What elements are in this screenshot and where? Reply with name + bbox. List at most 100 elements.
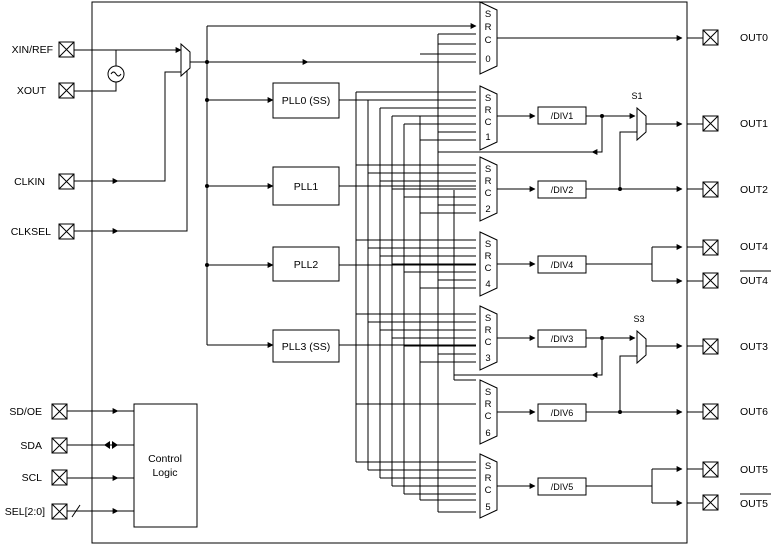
svg-text:S: S bbox=[485, 387, 491, 398]
pin-out1: OUT1 bbox=[687, 115, 768, 132]
pin-clksel: CLKSEL bbox=[11, 223, 75, 240]
pin-out2: OUT2 bbox=[687, 181, 768, 198]
div2-block: /DIV2 bbox=[537, 180, 587, 199]
output-pins: OUT0 OUT1 OUT2 OUT4 OUT4 OUT3 bbox=[687, 29, 771, 511]
control-logic-line1: Control bbox=[148, 453, 182, 465]
svg-text:2: 2 bbox=[485, 204, 490, 215]
svg-text:R: R bbox=[485, 251, 492, 262]
pll-output-buses bbox=[339, 34, 476, 512]
src5-mux: S R C 5 bbox=[356, 453, 536, 519]
s3-label: S3 bbox=[633, 314, 644, 324]
svg-text:C: C bbox=[485, 35, 492, 46]
svg-text:C: C bbox=[485, 117, 492, 128]
label-sdoe: SD/OE bbox=[9, 406, 42, 418]
pin-scl: SCL bbox=[22, 469, 68, 486]
div6-label: /DIV6 bbox=[551, 408, 574, 418]
label-clkin: CLKIN bbox=[14, 176, 45, 188]
pin-clkin: CLKIN bbox=[14, 173, 75, 190]
svg-text:4: 4 bbox=[485, 279, 490, 290]
svg-text:S: S bbox=[485, 313, 491, 324]
control-logic-block bbox=[133, 403, 198, 528]
s1-switch bbox=[636, 106, 647, 142]
label-scl: SCL bbox=[22, 472, 43, 484]
svg-text:6: 6 bbox=[485, 428, 490, 439]
label-out5: OUT5 bbox=[740, 464, 768, 476]
svg-text:S: S bbox=[485, 9, 491, 20]
pll2-block: PLL2 bbox=[272, 246, 340, 282]
svg-text:S: S bbox=[485, 93, 491, 104]
pll1-block: PLL1 bbox=[272, 166, 340, 206]
src0-mux: S R C 0 bbox=[420, 1, 683, 75]
svg-text:S: S bbox=[485, 239, 491, 250]
svg-text:3: 3 bbox=[485, 353, 490, 364]
div5-label: /DIV5 bbox=[551, 482, 574, 492]
s3-switch bbox=[636, 329, 647, 365]
div5-block: /DIV5 bbox=[537, 477, 587, 496]
pin-out5: OUT5 bbox=[687, 461, 768, 478]
svg-text:S: S bbox=[485, 164, 491, 175]
crystal-oscillator-icon bbox=[107, 65, 125, 83]
input-pins: XIN/REF XOUT CLKIN CLKSEL SD/OE SDA SCL bbox=[5, 41, 75, 520]
svg-text:1: 1 bbox=[485, 132, 490, 143]
label-out2: OUT2 bbox=[740, 184, 768, 196]
output-stage: S1 S3 bbox=[438, 91, 683, 506]
label-out0: OUT0 bbox=[740, 32, 768, 44]
label-out5b: OUT5 bbox=[740, 498, 768, 510]
src3-mux: S R C 3 bbox=[356, 305, 536, 371]
src6-mux: S R C 6 bbox=[356, 379, 536, 445]
pin-out0: OUT0 bbox=[687, 29, 768, 46]
label-xout: XOUT bbox=[17, 85, 47, 97]
svg-text:R: R bbox=[485, 473, 492, 484]
src2-mux: S R C 2 bbox=[356, 156, 536, 222]
pll3-label: PLL3 (SS) bbox=[282, 341, 330, 353]
label-sda: SDA bbox=[20, 440, 42, 452]
src-muxes: S R C 0 S R C 1 S R C 2 bbox=[356, 1, 683, 519]
pin-out4: OUT4 bbox=[687, 239, 768, 256]
input-clock-mux bbox=[180, 42, 191, 78]
bidirectional-arrow-icon bbox=[104, 441, 118, 449]
pin-sdoe: SD/OE bbox=[9, 403, 68, 420]
pin-sda: SDA bbox=[20, 437, 68, 454]
pll-blocks: PLL0 (SS) PLL1 PLL2 PLL3 (SS) bbox=[272, 82, 340, 363]
pin-sel: SEL[2:0] bbox=[5, 503, 68, 520]
label-out4b: OUT4 bbox=[740, 275, 768, 287]
label-xin: XIN/REF bbox=[12, 44, 53, 56]
label-out6: OUT6 bbox=[740, 406, 768, 418]
svg-text:R: R bbox=[485, 176, 492, 187]
div3-label: /DIV3 bbox=[551, 334, 574, 344]
div3-block: /DIV3 bbox=[537, 329, 587, 348]
control-logic: Control Logic bbox=[67, 403, 198, 528]
pin-out6: OUT6 bbox=[687, 403, 768, 420]
svg-text:S: S bbox=[485, 461, 491, 472]
label-out4: OUT4 bbox=[740, 241, 768, 253]
svg-text:C: C bbox=[485, 485, 492, 496]
label-out3: OUT3 bbox=[740, 341, 768, 353]
pin-out4b: OUT4 bbox=[687, 270, 771, 289]
div4-block: /DIV4 bbox=[537, 255, 587, 274]
src1-mux: S R C 1 bbox=[356, 85, 536, 151]
s1-label: S1 bbox=[631, 91, 642, 101]
svg-text:5: 5 bbox=[485, 502, 490, 513]
svg-text:0: 0 bbox=[485, 54, 490, 65]
pll1-label: PLL1 bbox=[294, 181, 319, 193]
pll2-label: PLL2 bbox=[294, 259, 319, 271]
pin-out3: OUT3 bbox=[687, 338, 768, 355]
pin-out5b: OUT5 bbox=[687, 493, 771, 511]
svg-text:R: R bbox=[485, 22, 492, 33]
label-clksel: CLKSEL bbox=[11, 226, 51, 238]
div4-label: /DIV4 bbox=[551, 260, 574, 270]
pll0-label: PLL0 (SS) bbox=[282, 95, 330, 107]
pll0-block: PLL0 (SS) bbox=[272, 82, 340, 119]
pin-xin: XIN/REF bbox=[12, 41, 75, 58]
div6-block: /DIV6 bbox=[537, 403, 587, 422]
svg-text:C: C bbox=[485, 263, 492, 274]
chip-boundary bbox=[91, 1, 688, 544]
bus-slash-icon bbox=[71, 504, 81, 518]
label-sel: SEL[2:0] bbox=[5, 506, 45, 518]
div1-block: /DIV1 bbox=[537, 106, 587, 125]
div1-label: /DIV1 bbox=[551, 111, 574, 121]
svg-text:R: R bbox=[485, 325, 492, 336]
svg-text:R: R bbox=[485, 399, 492, 410]
